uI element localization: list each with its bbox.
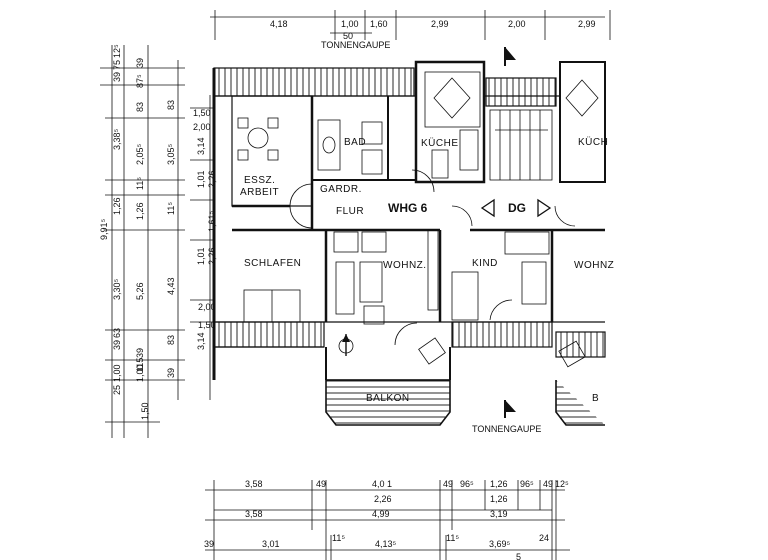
section-marker-top	[504, 47, 516, 66]
room-label-balkon: BALKON	[366, 393, 410, 404]
dim-bottom-r1-3: 49	[443, 479, 453, 489]
room-labels: ESSZ. ARBEIT BAD KÜCHE KÜCH GARDR. FLUR …	[240, 136, 614, 404]
room-label-kueche-2: KÜCH	[578, 136, 608, 148]
dim-top-2: 1,60	[370, 19, 388, 29]
dim-left-inner-5: 1,26	[135, 202, 145, 220]
dim-left-mid-2: 12⁵	[112, 44, 122, 58]
dim-wall-7: 2,26	[207, 247, 217, 265]
dim-bottom-r1-8: 12⁵	[555, 479, 569, 489]
dim-bottom-r1-sub-1: 1,26	[490, 494, 508, 504]
left-dimension-chains: 9,91⁵ 1,50 75 39 12⁵ 3,38⁵ 1,26 3,30⁵ 1,…	[99, 44, 217, 438]
dim-left-mid-0: 75	[112, 60, 122, 70]
dim-bottom-r2-1: 4,99	[372, 509, 390, 519]
dim-bottom-r3-2: 11⁵	[332, 533, 345, 543]
room-label-dg: DG	[508, 201, 526, 215]
dim-wall-3: 1,01	[196, 170, 206, 188]
dim-left-outer-1: 1,50	[140, 402, 150, 420]
dim-bottom-r1-4: 96⁵	[460, 479, 474, 489]
dim-left-mid-6: 1,00	[112, 364, 122, 382]
dim-wall-9: 1,50	[198, 320, 216, 330]
dim-top-1: 1,00	[341, 19, 359, 29]
dim-left-inner-8: 1,00	[135, 364, 145, 382]
dim-left-inner-2: 83	[135, 102, 145, 112]
dim-bottom-r3-4: 11⁵	[446, 533, 459, 543]
dim-left-inner-9: 115	[135, 358, 145, 372]
dim-bottom-r2-0: 3,58	[245, 509, 263, 519]
dim-top-4: 2,00	[508, 19, 526, 29]
building	[212, 60, 606, 426]
room-label-whg: WHG 6	[388, 201, 428, 215]
dim-wall-0: 1,50	[193, 108, 211, 118]
section-marker-bottom: TONNENGAUPE	[472, 400, 541, 434]
dim-wall-8: 2,00	[198, 302, 216, 312]
dim-top-3: 2,99	[431, 19, 449, 29]
dim-left-mid-3: 3,38⁵	[112, 128, 122, 150]
dim-bottom-r1-2: 4,0 1	[372, 479, 392, 489]
dim-left-inner-7: 39	[135, 348, 145, 358]
dim-wall-2: 3,14	[196, 137, 206, 155]
dim-bottom-r1-1: 49	[316, 479, 326, 489]
room-label-wohnz-2: WOHNZ	[574, 260, 614, 271]
dim-wall-5: 1,61⁵	[207, 210, 217, 232]
dim-bottom-r1-5: 1,26	[490, 479, 508, 489]
dim-bottom-r3-0: 39	[204, 539, 214, 549]
dim-left-col4-1: 3,05⁵	[166, 143, 176, 165]
dim-bottom-r1-7: 49	[543, 479, 553, 489]
dim-left-mid-1: 39	[112, 72, 122, 82]
dim-left-inner-0: 39	[135, 58, 145, 68]
dim-left-col4-2: 11⁵	[166, 202, 176, 215]
dim-bottom-r3-3: 4,13⁵	[375, 539, 397, 549]
dim-bottom-r3-5: 3,69⁵	[489, 539, 511, 549]
room-label-flur: FLUR	[336, 206, 364, 217]
room-label-kind: KIND	[472, 258, 498, 269]
dim-wall-10: 3,14	[196, 332, 206, 350]
dim-left-mid-7: 25	[112, 385, 122, 395]
dim-left-inner-4: 11⁵	[135, 177, 145, 190]
room-label-kueche: KÜCHE	[421, 137, 459, 149]
dim-left-inner-3: 2,05⁵	[135, 143, 145, 165]
dim-left-mid-5: 3,30⁵	[112, 278, 122, 300]
room-label-schlafen: SCHLAFEN	[244, 258, 301, 269]
room-label-arbeit: ARBEIT	[240, 187, 279, 198]
dim-left-mid-9: 63	[112, 328, 122, 338]
dim-wall-6: 1,01	[196, 247, 206, 265]
dim-wall-1: 2,00	[193, 122, 211, 132]
dim-left-col4-4: 83	[166, 335, 176, 345]
room-label-gardr: GARDR.	[320, 184, 362, 195]
dim-bottom-r3-sub: 5	[516, 552, 521, 560]
dim-bottom-r3-6: 24	[539, 533, 549, 543]
dim-bottom-r1-6: 96⁵	[520, 479, 534, 489]
dim-left-col4-0: 83	[166, 100, 176, 110]
room-label-wohnz: WOHNZ.	[383, 260, 427, 271]
dim-left-col4-5: 39	[166, 368, 176, 378]
dim-bottom-r3-1: 3,01	[262, 539, 280, 549]
room-label-balkon-2: B	[592, 393, 599, 404]
dim-bottom-r1-sub-0: 2,26	[374, 494, 392, 504]
dim-wall-4: 2,26	[207, 170, 217, 188]
room-label-essz: ESSZ.	[244, 175, 275, 186]
dim-left-outer-0: 9,91⁵	[99, 218, 109, 240]
dim-left-mid-8: 39	[112, 340, 122, 350]
bottom-dimension-chains: 3,58 49 4,0 1 49 96⁵ 1,26 96⁵ 49 12⁵ 2,2…	[204, 479, 570, 560]
dim-top-sub: 50	[343, 31, 353, 41]
dim-top-0: 4,18	[270, 19, 288, 29]
gaupe-label-bottom: TONNENGAUPE	[472, 424, 541, 434]
dim-top-5: 2,99	[578, 19, 596, 29]
room-label-bad: BAD	[344, 137, 366, 148]
gaupe-label-top: TONNENGAUPE	[321, 40, 390, 50]
dim-bottom-r1-0: 3,58	[245, 479, 263, 489]
dim-left-inner-6: 5,26	[135, 282, 145, 300]
top-dimension-chain: 4,18 1,00 1,60 2,99 2,00 2,99 50 TONNENG…	[210, 10, 611, 66]
dim-left-mid-4: 1,26	[112, 197, 122, 215]
dim-bottom-r2-2: 3,19	[490, 509, 508, 519]
dim-left-col4-3: 4,43	[166, 277, 176, 295]
dim-left-inner-1: 87⁵	[135, 74, 145, 88]
